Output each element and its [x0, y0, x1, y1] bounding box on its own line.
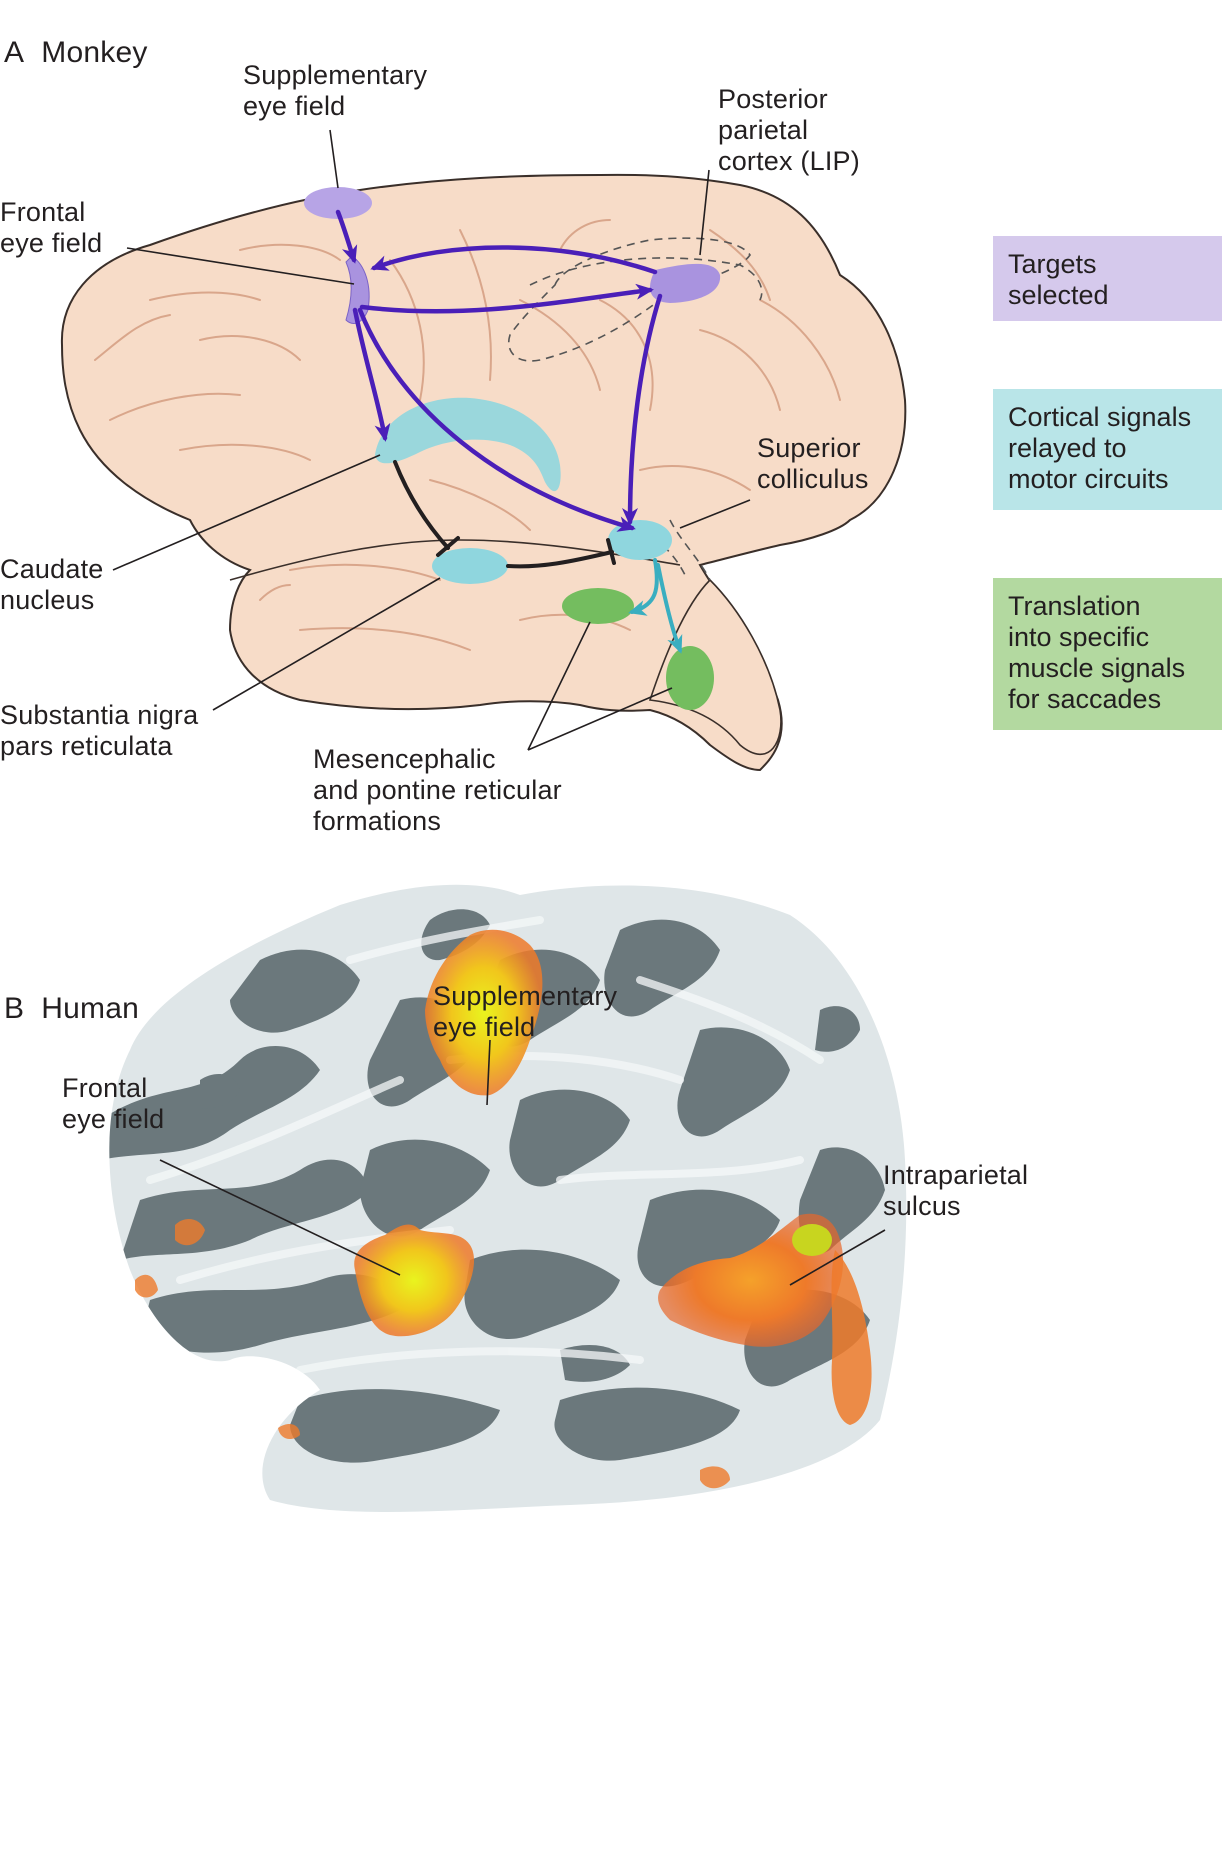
monkey-inhibitory-paths — [393, 460, 616, 569]
human-leader-lines — [159, 1039, 886, 1286]
panel-a-letter: A — [4, 36, 25, 69]
label-posterior-parietal-cortex: Posterior parietal cortex (LIP) — [718, 84, 860, 176]
panel-b-title: Human — [41, 992, 140, 1025]
lip-region — [650, 263, 721, 303]
supplementary-eye-field-activation — [425, 929, 543, 1096]
human-brain — [109, 884, 907, 1512]
frontal-eye-field-activation — [354, 1224, 475, 1337]
legend-targets-selected: Targets selected — [993, 236, 1222, 321]
monkey-sulci — [94, 219, 841, 651]
monkey-brain — [60, 173, 907, 772]
substantia-nigra-region — [432, 548, 508, 584]
legend-translation: Translation into specific muscle signals… — [993, 578, 1222, 730]
label-reticular-formations: Mesencephalic and pontine reticular form… — [313, 744, 562, 836]
label-supplementary-eye-field-human: Supplementary eye field — [433, 981, 618, 1042]
panel-a-title: Monkey — [41, 36, 148, 69]
panel-a-heading: A Monkey — [4, 2, 148, 70]
human-activations — [135, 929, 872, 1489]
monkey-projections — [335, 209, 663, 532]
mesencephalic-reticular-region — [562, 588, 634, 624]
legend-label: Targets selected — [1008, 249, 1109, 310]
label-superior-colliculus: Superior colliculus — [757, 433, 869, 494]
label-caudate-nucleus: Caudate nucleus — [0, 554, 104, 615]
panel-b-heading: B Human — [4, 958, 139, 1026]
monkey-regions — [304, 187, 721, 710]
label-substantia-nigra: Substantia nigra pars reticulata — [0, 700, 199, 761]
caudate-region — [375, 397, 561, 492]
label-frontal-eye-field-human: Frontal eye field — [62, 1073, 165, 1134]
supplementary-eye-field-region — [304, 187, 372, 219]
label-intraparietal-sulcus: Intraparietal sulcus — [883, 1160, 1029, 1221]
pontine-reticular-region — [666, 646, 714, 710]
legend-label: Translation into specific muscle signals… — [1008, 591, 1186, 714]
legend-cortical-signals: Cortical signals relayed to motor circui… — [993, 389, 1222, 510]
label-supplementary-eye-field-monkey: Supplementary eye field — [243, 60, 428, 121]
monkey-motor-arrows — [628, 558, 683, 654]
panel-b-letter: B — [4, 992, 25, 1025]
label-frontal-eye-field-monkey: Frontal eye field — [0, 197, 103, 258]
legend-label: Cortical signals relayed to motor circui… — [1008, 402, 1192, 494]
monkey-leader-lines — [112, 129, 751, 751]
